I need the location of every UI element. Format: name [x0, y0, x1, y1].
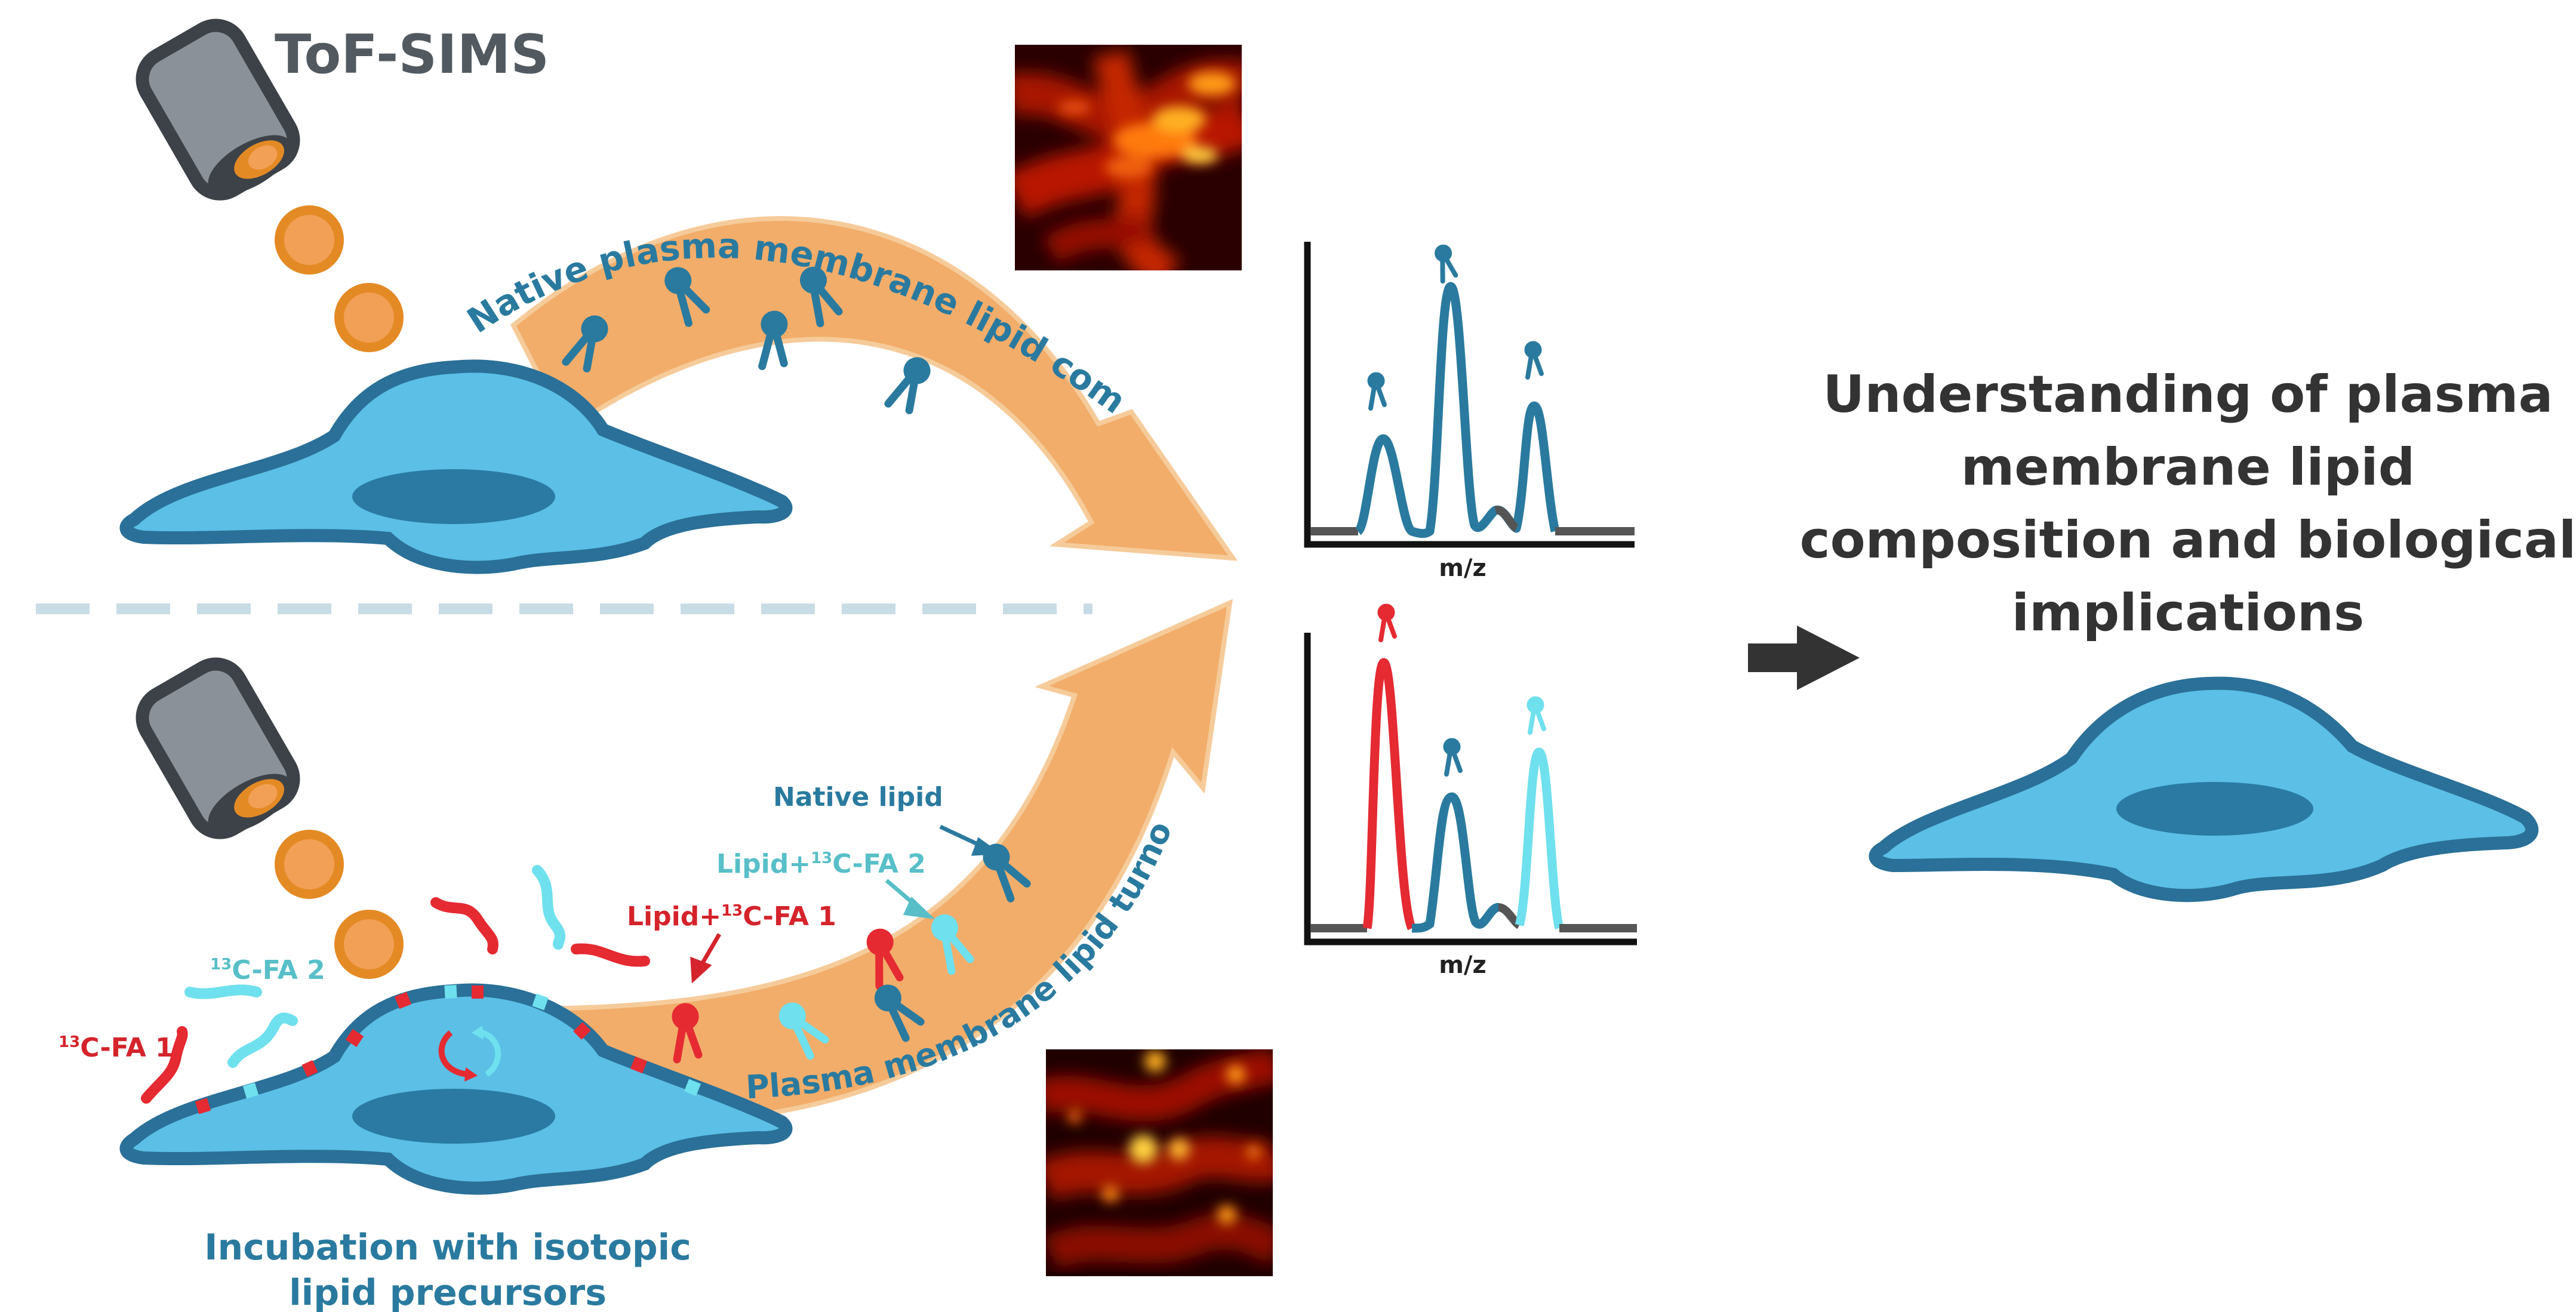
conclusion-line3: composition and biological — [1800, 510, 2576, 570]
fa2-label: 13C-FA 2 — [210, 955, 325, 985]
fatty-acid-precursors — [141, 865, 650, 1104]
lipid-fa2-label: Lipid+13C-FA 2 — [716, 849, 926, 879]
conclusion-line4: implications — [2012, 583, 2365, 643]
bottom-thermal-image — [1046, 1049, 1273, 1276]
bottom-axis-label: m/z — [1439, 951, 1486, 979]
fa1-label: 13C-FA 1 — [59, 1033, 174, 1063]
cell-top — [119, 359, 793, 574]
top-mass-spectrum: m/z — [1304, 242, 1635, 582]
ion-gun-icon-bottom — [136, 657, 300, 839]
lipid-fa1-label: Lipid+13C-FA 1 — [627, 901, 836, 932]
incubation-line2: lipid precursors — [289, 1272, 607, 1312]
label-pointers — [690, 824, 1002, 984]
bottom-mass-spectrum: m/z — [1304, 604, 1637, 979]
top-thermal-image — [1015, 45, 1242, 270]
turnover-arrow — [508, 599, 1233, 1125]
ion-beam-top — [275, 205, 404, 352]
right-arrow-icon — [1748, 626, 1860, 690]
conclusion-line1: Understanding of plasma — [1823, 365, 2553, 424]
tofsims-title: ToF-SIMS — [275, 23, 549, 86]
cell-right — [1869, 676, 2539, 903]
ion-beam-bottom — [275, 830, 404, 979]
conclusion-line2: membrane lipid — [1961, 438, 2415, 497]
native-lipid-label: Native lipid — [773, 782, 943, 812]
top-axis-label: m/z — [1439, 555, 1486, 582]
ion-gun-icon — [136, 19, 300, 201]
incubation-line1: Incubation with isotopic — [204, 1227, 691, 1268]
conclusion-text: Understanding of plasma membrane lipid c… — [1800, 365, 2576, 643]
cell-bottom — [119, 983, 793, 1195]
